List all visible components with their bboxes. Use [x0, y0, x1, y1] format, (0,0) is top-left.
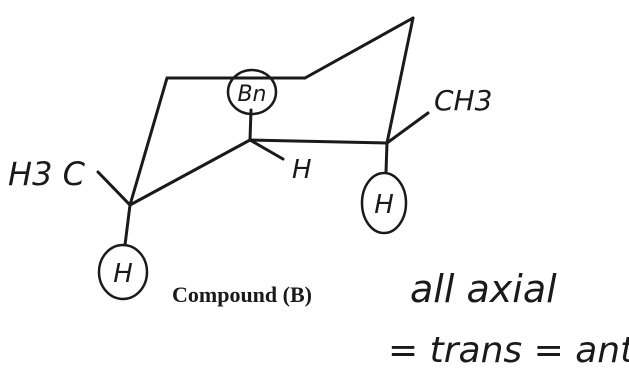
right-h-label: H: [374, 190, 394, 220]
compound-caption: Compound (B): [172, 282, 312, 307]
note-trans-anti: = trans = anti: [388, 330, 629, 371]
ring-bond-lower-right: [248, 138, 389, 145]
left-h-axial-bond: [123, 203, 132, 247]
bn-label: Bn: [237, 82, 266, 107]
h3c-equatorial-bond: [96, 170, 132, 207]
note-all-axial: all axial: [410, 267, 557, 311]
left-h-circle: [97, 243, 149, 301]
middle-h-label: H: [292, 155, 312, 185]
right-h-axial-bond: [384, 141, 389, 174]
ch3-label: CH3: [434, 84, 492, 117]
bn-circle: [226, 68, 278, 116]
ch3-equatorial-bond: [385, 111, 430, 145]
ring-bond-right: [385, 16, 415, 145]
middle-h-bond: [248, 138, 285, 161]
h3c-label: H3 C: [8, 155, 86, 193]
ring-bond-left: [128, 76, 169, 207]
ring-bond-lower-left: [128, 138, 252, 207]
substituent-bonds: [96, 108, 430, 247]
right-h-circle: [360, 171, 408, 235]
ring-bonds: [128, 16, 415, 207]
left-h-label: H: [113, 259, 133, 289]
ring-bond-upper-right: [303, 16, 415, 80]
